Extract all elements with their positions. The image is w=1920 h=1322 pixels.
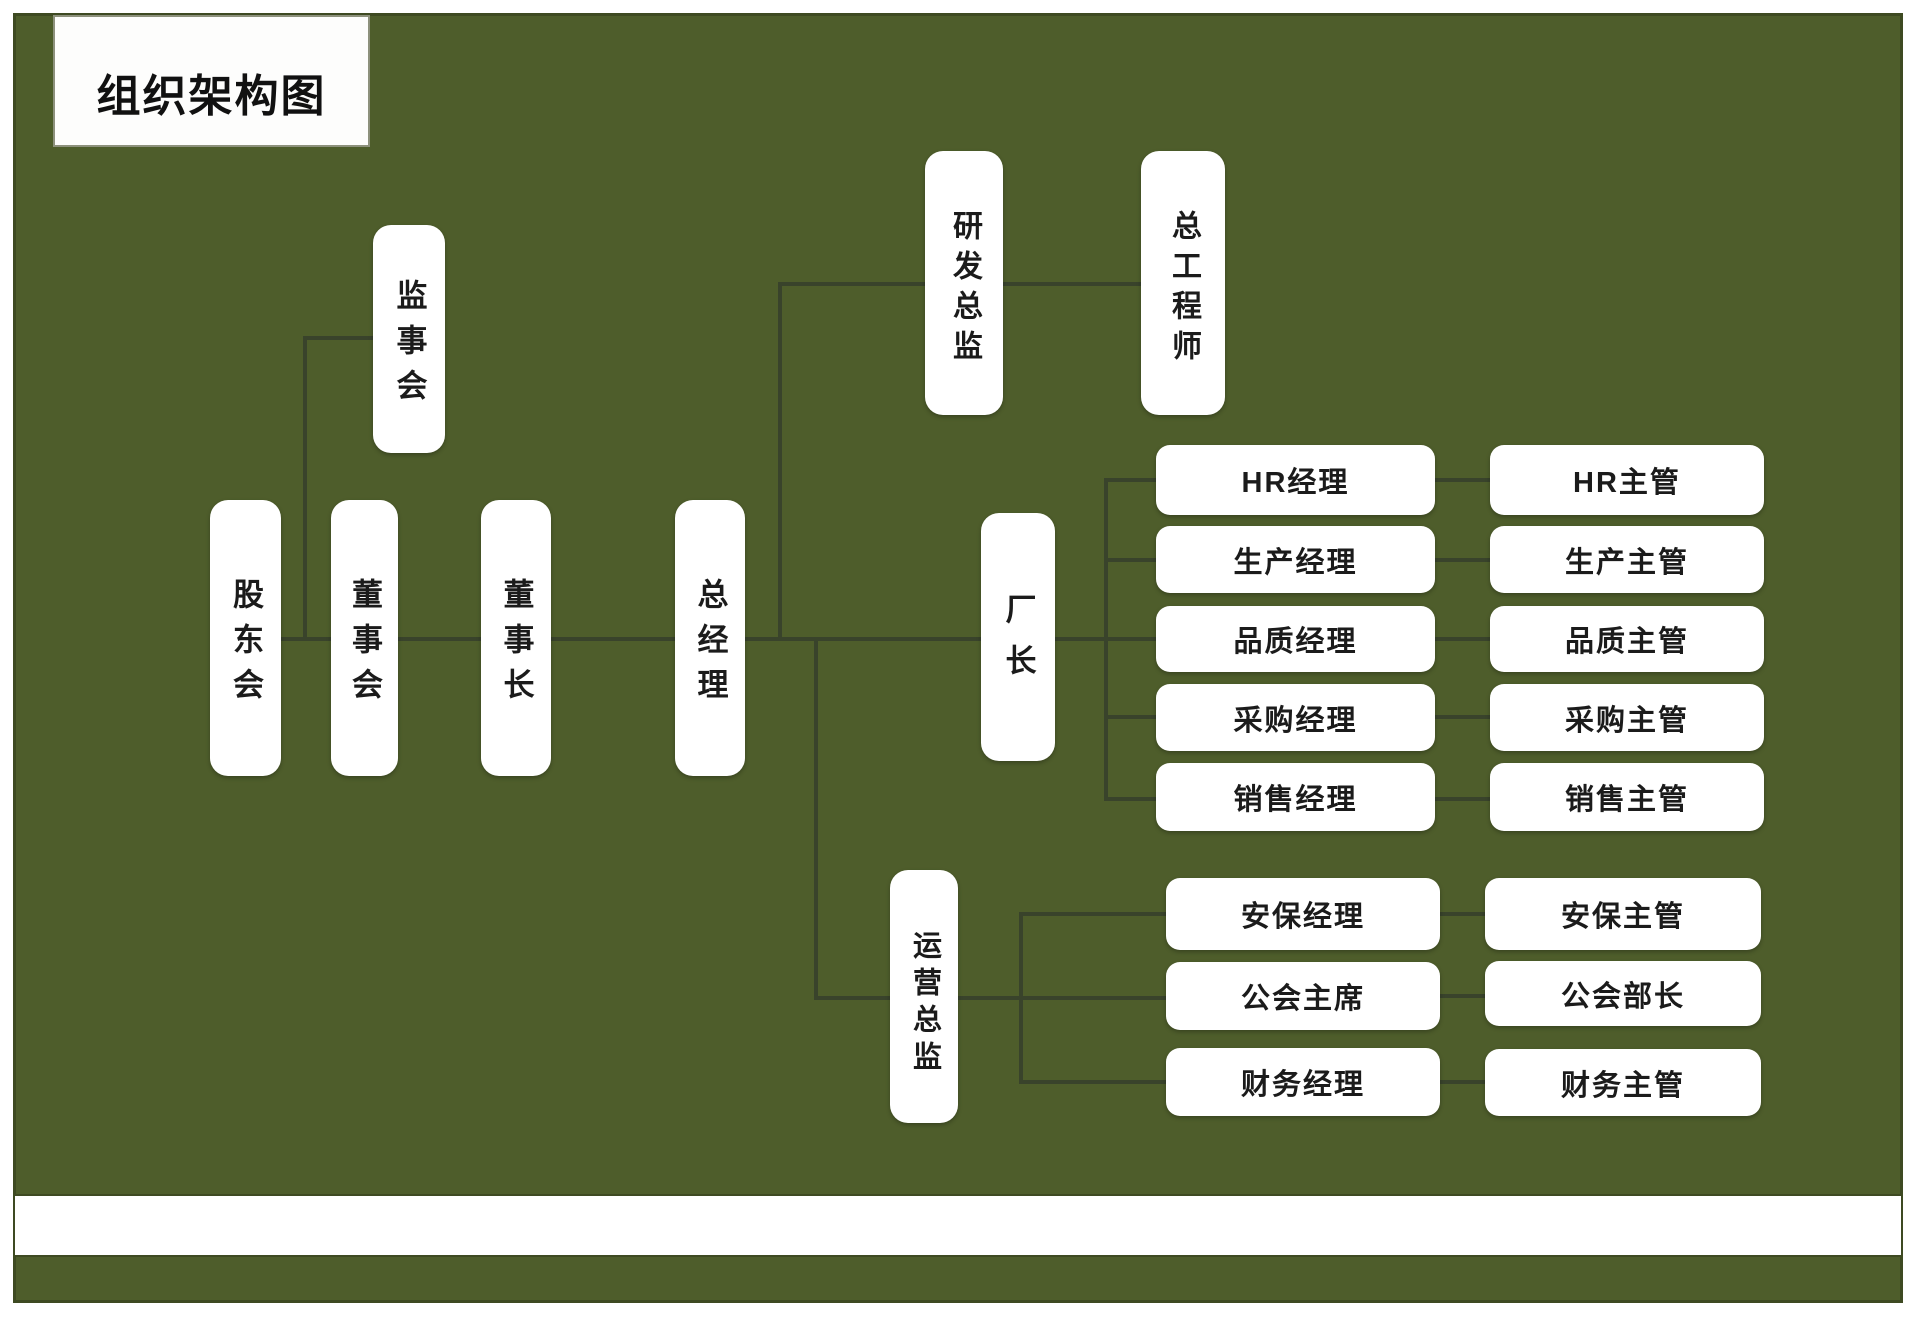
node-chief-engineer-label: 总工程师 bbox=[1167, 210, 1200, 370]
node-rd-director-label: 研发总监 bbox=[948, 210, 981, 370]
node-union-minister-label: 公会部长 bbox=[1560, 980, 1685, 1013]
node-finance-supervisor: 财务主管 bbox=[1485, 1049, 1761, 1116]
node-operations-director-label: 运营总监 bbox=[908, 929, 941, 1078]
node-purchasing-supervisor: 采购主管 bbox=[1490, 684, 1764, 751]
node-factory-director: 厂长 bbox=[981, 513, 1055, 761]
node-chief-engineer: 总工程师 bbox=[1141, 151, 1225, 415]
node-purchasing-supervisor-label: 采购主管 bbox=[1564, 704, 1689, 737]
node-finance-manager-label: 财务经理 bbox=[1240, 1069, 1365, 1101]
node-finance-manager: 财务经理 bbox=[1166, 1048, 1440, 1116]
factory-stub-sales bbox=[1106, 797, 1158, 801]
node-finance-supervisor-label: 财务主管 bbox=[1560, 1069, 1685, 1102]
quality-pair-link bbox=[1435, 637, 1492, 641]
node-chairman: 董事长 bbox=[481, 500, 551, 776]
node-quality-supervisor-label: 品质主管 bbox=[1564, 626, 1689, 658]
factory-spine bbox=[1104, 478, 1108, 801]
chart-title-box: 组织架构图 bbox=[53, 15, 370, 147]
node-supervisory-board: 监事会 bbox=[373, 225, 445, 453]
node-shareholders-label: 股东会 bbox=[228, 577, 263, 713]
operations-stub-union bbox=[958, 996, 1168, 1000]
ops-branch-horizontal bbox=[816, 996, 892, 1000]
node-purchasing-manager: 采购经理 bbox=[1156, 684, 1435, 751]
node-general-manager: 总经理 bbox=[675, 500, 745, 776]
node-board: 董事会 bbox=[331, 500, 398, 776]
node-security-manager: 安保经理 bbox=[1166, 878, 1440, 950]
rd-branch-left bbox=[780, 282, 927, 286]
node-sales-supervisor-label: 销售主管 bbox=[1564, 784, 1689, 816]
operations-stub-security bbox=[1021, 912, 1168, 916]
factory-stub-purchasing bbox=[1106, 715, 1158, 719]
node-security-supervisor: 安保主管 bbox=[1485, 878, 1761, 950]
supervisory-connector-vertical bbox=[303, 336, 307, 641]
node-security-supervisor-label: 安保主管 bbox=[1560, 901, 1685, 933]
node-hr-manager-label: HR经理 bbox=[1241, 467, 1350, 499]
node-chairman-label: 董事长 bbox=[498, 577, 534, 713]
supervisory-connector-horizontal bbox=[305, 336, 375, 340]
rd-branch-vertical bbox=[778, 282, 782, 641]
hr-pair-link bbox=[1435, 478, 1492, 482]
operations-stub-finance bbox=[1021, 1080, 1168, 1084]
node-sales-manager: 销售经理 bbox=[1156, 763, 1435, 831]
factory-stub-hr bbox=[1106, 478, 1158, 482]
node-sales-supervisor: 销售主管 bbox=[1490, 763, 1764, 831]
node-operations-director: 运营总监 bbox=[890, 870, 958, 1123]
node-factory-director-label: 厂长 bbox=[1000, 593, 1036, 695]
union-pair-link bbox=[1440, 994, 1487, 998]
node-union-chairman-label: 公会主席 bbox=[1240, 983, 1365, 1015]
node-quality-manager: 品质经理 bbox=[1156, 606, 1435, 672]
node-hr-supervisor-label: HR主管 bbox=[1573, 467, 1681, 499]
node-union-chairman: 公会主席 bbox=[1166, 962, 1440, 1030]
rd-to-chief-engineer bbox=[1003, 282, 1141, 286]
node-quality-supervisor: 品质主管 bbox=[1490, 606, 1764, 672]
node-production-supervisor: 生产主管 bbox=[1490, 526, 1764, 593]
node-production-manager: 生产经理 bbox=[1156, 526, 1435, 593]
node-production-manager-label: 生产经理 bbox=[1233, 546, 1358, 579]
node-hr-manager: HR经理 bbox=[1156, 445, 1435, 515]
production-pair-link bbox=[1435, 558, 1492, 562]
finance-pair-link bbox=[1440, 1080, 1487, 1084]
purchasing-pair-link bbox=[1435, 715, 1492, 719]
node-union-minister: 公会部长 bbox=[1485, 961, 1761, 1026]
node-hr-supervisor: HR主管 bbox=[1490, 445, 1764, 515]
node-production-supervisor-label: 生产主管 bbox=[1564, 546, 1689, 579]
node-board-label: 董事会 bbox=[347, 577, 382, 713]
security-pair-link bbox=[1440, 912, 1487, 916]
node-sales-manager-label: 销售经理 bbox=[1233, 784, 1358, 816]
node-rd-director: 研发总监 bbox=[925, 151, 1003, 415]
node-purchasing-manager-label: 采购经理 bbox=[1233, 704, 1358, 737]
node-supervisory-board-label: 监事会 bbox=[391, 278, 427, 414]
node-shareholders: 股东会 bbox=[210, 500, 281, 776]
node-general-manager-label: 总经理 bbox=[692, 577, 728, 713]
bottom-white-band bbox=[13, 1194, 1903, 1257]
chart-canvas: 股东会 董事会 董事长 总经理 监事会 研发总监 总工程师 厂长 运营总监 HR… bbox=[13, 13, 1903, 1303]
ops-branch-vertical bbox=[814, 637, 818, 1000]
factory-stub-production bbox=[1106, 558, 1158, 562]
sales-pair-link bbox=[1435, 797, 1492, 801]
node-security-manager-label: 安保经理 bbox=[1240, 901, 1365, 933]
chart-title: 组织架构图 bbox=[96, 72, 327, 121]
node-quality-manager-label: 品质经理 bbox=[1233, 626, 1358, 658]
